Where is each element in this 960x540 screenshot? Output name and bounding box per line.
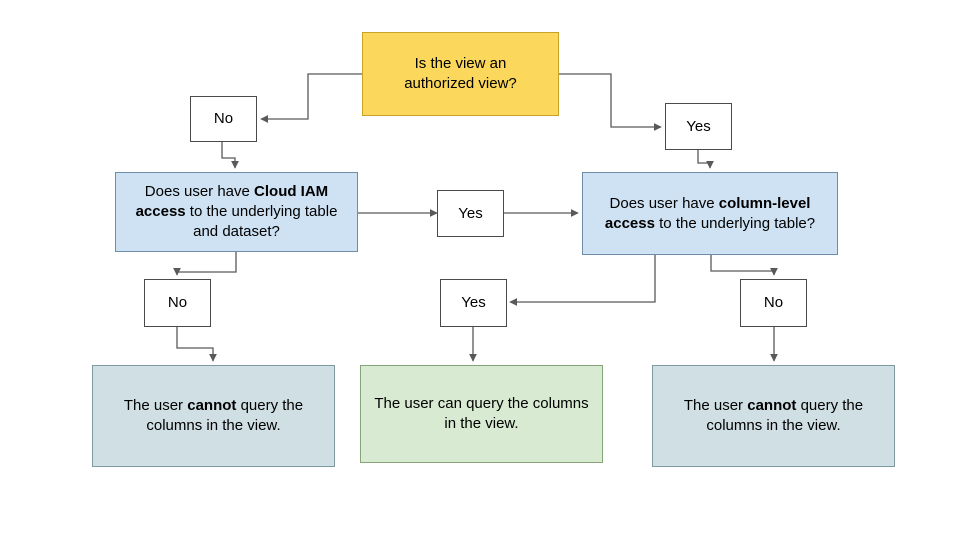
branch-no-top-text: No: [213, 110, 234, 128]
outcome-deny-right-text: The user cannot query the columns in the…: [683, 397, 864, 434]
start-question-text: Is the view an authorized view?: [404, 55, 517, 92]
node-start-question[interactable]: Is the view an authorized view?: [362, 32, 559, 116]
edge-iam-to-no: [173, 252, 237, 276]
edge-start-to-yes: [559, 73, 662, 131]
edge-column-to-no: [710, 255, 778, 276]
node-outcome-allow[interactable]: The user can query the columns in the vi…: [360, 365, 603, 463]
branch-yes-top-text: Yes: [686, 117, 711, 135]
outcome-allow-text: The user can query the columns in the vi…: [374, 395, 589, 432]
outcome-deny-left-text: The user cannot query the columns in the…: [123, 397, 304, 434]
edge-yes-to-column: [697, 150, 714, 169]
node-branch-yes-top[interactable]: Yes: [665, 103, 732, 150]
column-question-text: Does user have column-level access to th…: [604, 194, 816, 232]
node-outcome-deny-left[interactable]: The user cannot query the columns in the…: [92, 365, 335, 467]
edge-start-to-no: [260, 73, 362, 123]
node-iam-question[interactable]: Does user have Cloud IAM access to the u…: [115, 172, 358, 252]
branch-yes-bottom-text: Yes: [461, 294, 486, 312]
node-branch-yes-middle[interactable]: Yes: [437, 190, 504, 237]
edge-no-to-deny-left: [176, 327, 217, 362]
branch-yes-middle-text: Yes: [458, 204, 483, 222]
node-branch-no-top[interactable]: No: [190, 96, 257, 142]
node-branch-no-right[interactable]: No: [740, 279, 807, 327]
node-column-question[interactable]: Does user have column-level access to th…: [582, 172, 838, 255]
branch-no-left-text: No: [167, 294, 188, 312]
branch-no-right-text: No: [763, 294, 784, 312]
node-branch-no-left[interactable]: No: [144, 279, 211, 327]
iam-question-text: Does user have Cloud IAM access to the u…: [135, 183, 338, 240]
node-outcome-deny-right[interactable]: The user cannot query the columns in the…: [652, 365, 895, 467]
edge-column-to-yes: [509, 255, 656, 306]
node-branch-yes-bottom[interactable]: Yes: [440, 279, 507, 327]
edge-no-to-iam: [221, 141, 239, 169]
